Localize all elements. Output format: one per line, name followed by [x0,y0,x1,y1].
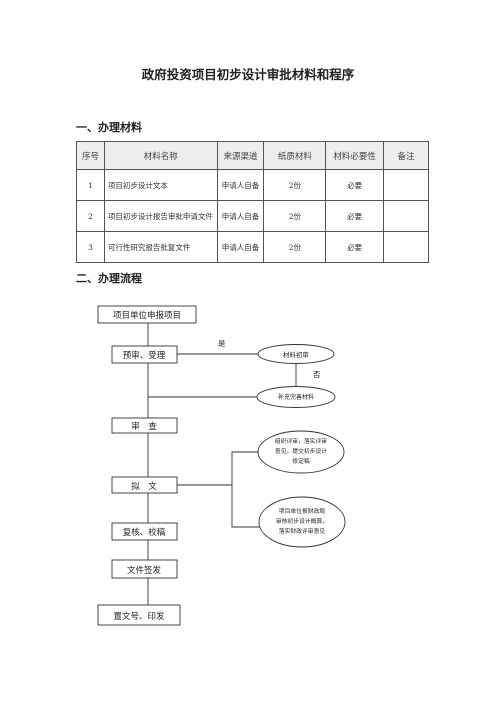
table-row: 1 项目初步设计文本 申请人自备 2份 必要 [76,169,429,201]
flow-ellipse-unit-line1: 项目单位报财政局 [279,507,326,515]
cell-no: 1 [76,169,105,201]
flow-step-recheck-label: 复核、校稿 [123,527,166,538]
cell-name: 项目初步设计报告审批申请文件 [103,200,218,232]
cell-name: 项目初步设计文本 [103,169,218,201]
table-row: 3 可行性研究报告批复文件 申请人自备 2份 必要 [76,231,429,263]
cell-source: 申请人自备 [216,200,265,232]
cell-remark [383,200,429,232]
table-header-row: 序号 材料名称 来源渠道 纸质材料 材料必要性 备注 [76,141,429,170]
cell-source: 申请人自备 [216,231,265,263]
flow-ellipse-unit: 项目单位报财政局 审核初步设计概算， 落实财政评审意见 [258,496,346,548]
flow-step-apply-label: 项目单位申报项目 [113,310,181,321]
flow-ellipse-supplement: 补充完善材料 [256,386,336,408]
flow-step-sign-label: 文件签发 [127,565,162,576]
page-title: 政府投资项目初步设计审批材料和程序 [141,67,355,82]
flow-ellipse-expert-line1: 组织评审，落实评审 [275,437,327,445]
flow-ellipse-unit-line2: 审核初步设计概算， [276,517,328,525]
flow-label-yes: 是 [218,339,226,348]
flow-connectors [147,323,297,605]
flow-step-apply: 项目单位申报项目 [97,305,197,324]
connector-draft-expert [177,451,260,486]
header-name: 材料名称 [103,141,218,170]
header-remark: 备注 [383,141,429,170]
cell-necessity: 必要 [325,231,385,263]
flow-ellipse-initial-label: 材料初审 [283,350,309,359]
flow-step-recheck: 复核、校稿 [111,522,178,541]
flow-ellipse-initial: 材料初审 [257,344,335,364]
cell-remark [383,231,429,263]
section-heading-materials: 一、办理材料 [76,121,142,134]
materials-table: 序号 材料名称 来源渠道 纸质材料 材料必要性 备注 1 项目初步设计文本 申请… [76,141,429,263]
flow-step-sign: 文件签发 [111,559,178,579]
flow-step-issue-label: 置文号、印发 [113,611,165,622]
table-row: 2 项目初步设计报告审批申请文件 申请人自备 2份 必要 [76,200,429,232]
flow-ellipse-supplement-label: 补充完善材料 [278,393,314,401]
flow-step-review-label: 审 查 [131,421,157,432]
flow-ellipse-expert-line3: 修定稿 [292,457,310,465]
flow-step-accept-label: 预审、受理 [123,350,166,361]
flow-step-accept: 预审、受理 [111,345,178,364]
cell-necessity: 必要 [325,169,385,201]
flow-ellipse-expert-line2: 意见，提交初步设计 [275,447,327,455]
cell-no: 3 [76,231,105,263]
header-source: 来源渠道 [216,141,265,170]
connector-draft-unit [231,485,260,528]
flow-step-review: 审 查 [111,417,178,434]
flow-step-draft: 拟 文 [111,476,178,494]
flow-ellipse-expert: 组织评审，落实评审 意见，提交初步设计 修定稿 [257,430,345,474]
header-no: 序号 [76,141,105,170]
flow-ellipse-unit-line3: 落实财政评审意见 [279,527,326,535]
cell-remark [383,169,429,201]
flow-step-issue: 置文号、印发 [97,604,181,626]
flow-step-draft-label: 拟 文 [131,481,157,492]
section-heading-process: 二、办理流程 [76,272,142,285]
cell-name: 可行性研究报告批复文件 [103,231,218,263]
flow-label-no: 否 [313,370,321,379]
